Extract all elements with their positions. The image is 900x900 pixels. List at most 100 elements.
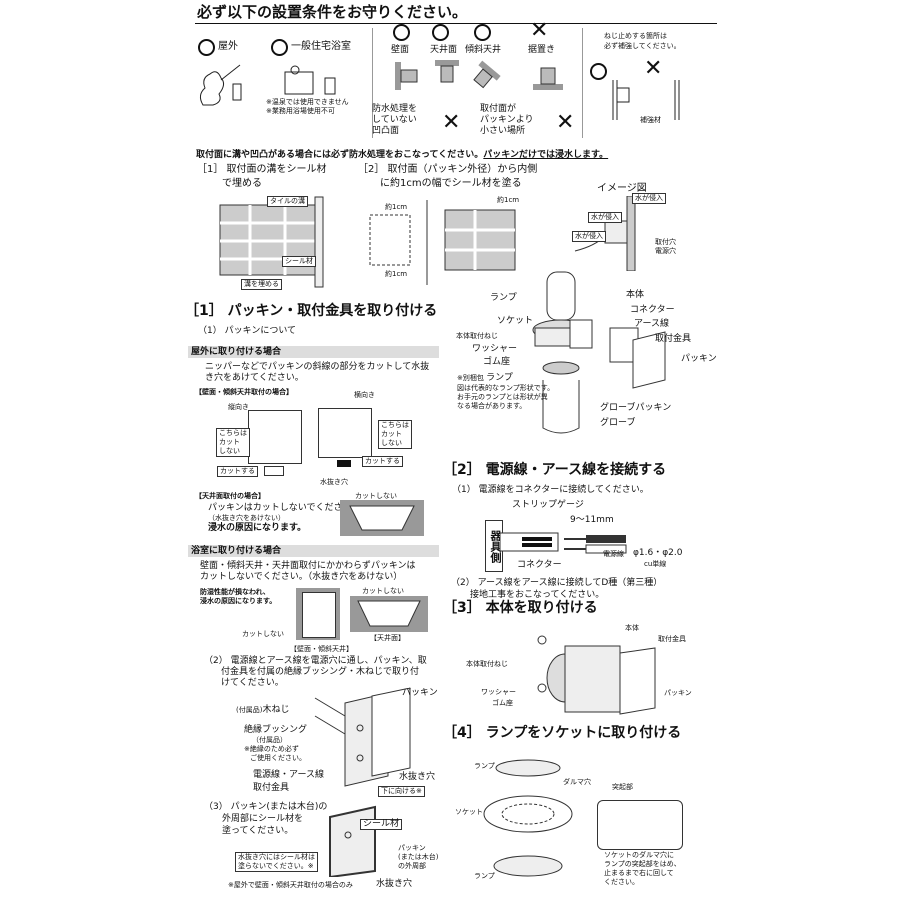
outdoor-label: 屋外 — [218, 41, 238, 52]
ok-circle-icon — [198, 39, 215, 56]
outdoor-house-illustration — [199, 64, 336, 106]
packing-line3: 小さい場所 — [480, 126, 526, 136]
power-hole-label: 電源穴 — [655, 247, 676, 255]
no-cut-top-label: カットしない — [355, 492, 397, 500]
outer-label-2: (または木台) — [398, 853, 439, 861]
section2-sub2-line2: 接地工事をおこなってください。 — [470, 590, 605, 600]
s4-note2: ランプの突起部をはめ、 — [604, 860, 681, 868]
divider — [582, 28, 583, 138]
ng-cross-icon: ✕ — [530, 18, 549, 43]
ceiling-packing-illustration — [340, 500, 424, 536]
connector-label: コネクター — [517, 560, 562, 570]
s3-body-label: 本体 — [625, 624, 639, 632]
s4-lamp-top-label: ランプ — [474, 762, 495, 770]
daruma-hole-label: ダルマ穴 — [563, 778, 591, 786]
section1-sub3-line3: 塗ってください。 — [222, 826, 294, 836]
bath-wall-caption: 【壁面・傾斜天井】 — [290, 645, 353, 653]
image-label: イメージ図 — [597, 183, 647, 194]
mount-hole-label: 取付穴 — [655, 238, 676, 246]
water-intrusion-label-3: 水が侵入 — [572, 231, 606, 242]
bath-text1: 壁面・傾斜天井・天井面取付にかかわらずパッキンは — [200, 561, 416, 571]
tile-groove-label: タイルの溝 — [267, 196, 308, 207]
bracket-assembly-illustration — [314, 688, 411, 787]
outer-label-1: パッキン — [398, 844, 426, 852]
ok-circle-icon — [590, 63, 607, 80]
section2-sub1: （1） 電源線をコネクターに接続してください。 — [452, 485, 649, 495]
step2-line1: ［2］ 取付面（パッキン外径）から内側 — [358, 164, 538, 175]
footnote: ※屋外で壁面・傾斜天井取付の場合のみ — [228, 881, 353, 889]
ceiling-label: 天井面 — [430, 45, 458, 55]
horizontal-label: 横向き — [354, 391, 375, 399]
power-line-label: 電源線 — [603, 550, 624, 558]
packing-label: パッキン — [402, 688, 438, 698]
ceiling-text2: （水抜き穴をあけない） — [208, 514, 285, 522]
connector-wire-illustration — [500, 532, 627, 554]
part-packing: パッキン — [681, 354, 717, 364]
bracket-label: 取付金具 — [253, 783, 290, 793]
home-bathroom-label: 一般住宅浴室 — [291, 41, 351, 52]
commercial-bath-note: ※業務用浴場使用不可 — [266, 107, 335, 115]
cut-mark-filled — [337, 460, 351, 467]
part-lamp: ランプ — [490, 293, 517, 303]
packing-line1: 取付面が — [480, 104, 517, 114]
section1-sub2-line3: けてください。 — [221, 678, 284, 688]
outdoor-text1: ニッパーなどでパッキンの斜線の部分をカットして水抜 — [205, 362, 430, 372]
section2-sub2-line1: （2） アース線をアース線に接続してD種（第三種） — [451, 578, 663, 588]
part-connector: コネクター — [630, 305, 675, 315]
mount-direction-illustration — [395, 60, 563, 90]
part-body: 本体 — [626, 290, 645, 300]
bushing-req1: ※絶縁のため必ず — [244, 745, 299, 753]
part-earth: アース線 — [634, 319, 670, 329]
s4-socket-label: ソケット — [455, 808, 483, 816]
seal-width-illustration — [369, 200, 516, 285]
reinforcement-illustration — [612, 80, 680, 120]
packing-vertical — [248, 410, 302, 464]
wood-screw-label: (付属品)木ねじ — [236, 705, 290, 715]
wall-label: 壁面 — [391, 45, 410, 55]
bath-wall-packing — [302, 592, 336, 638]
screw-note-line2: 必ず補強してください。 — [604, 42, 681, 50]
part-globe-packing: グローブパッキン — [600, 403, 672, 413]
seal-outer-illustration — [329, 805, 376, 877]
drain-hole-label-3: 水抜き穴 — [376, 879, 413, 889]
width-label-2: 約1cm — [497, 196, 520, 204]
s4-note3: 止まるまで右に回して — [604, 869, 674, 877]
water-intrusion-label-2: 水が侵入 — [588, 212, 622, 223]
s4-lamp-bottom-label: ランプ — [474, 872, 495, 880]
screw-note-line1: ねじ止めする箇所は — [604, 32, 667, 40]
s3-bracket-label: 取付金具 — [658, 635, 686, 643]
cut-label: カットする — [217, 466, 258, 477]
bath-bar: 浴室に取り付ける場合 — [188, 545, 439, 557]
parts-note1: 図は代表的なランプ形状です。 — [457, 384, 555, 392]
body-mount-illustration — [537, 635, 656, 715]
ok-circle-icon — [474, 24, 491, 41]
outdoor-bar: 屋外に取り付ける場合 — [188, 346, 439, 358]
wire-type-label: cu単線 — [644, 560, 667, 568]
hot-spring-note: ※温泉では使用できません — [266, 98, 349, 106]
section1-sub3-line2: 外周部にシール材を — [222, 814, 304, 824]
no-cut-bath-label-2: カットしない — [362, 587, 404, 595]
divider — [372, 28, 373, 138]
water-intrusion-label-1: 水が侵入 — [632, 193, 666, 204]
vertical-label: 縦向き — [228, 403, 249, 411]
step2-line2: に約1cmの幅でシール材を塗る — [380, 178, 522, 189]
ok-circle-icon — [393, 24, 410, 41]
title-underline — [195, 23, 717, 24]
ceiling-text1: パッキンはカットしないでください。 — [208, 503, 361, 513]
ceiling-text3: 浸水の原因になります。 — [208, 523, 307, 533]
section2-title: ［2］ 電源線・アース線を接続する — [443, 462, 667, 478]
part-washer: ワッシャー — [472, 344, 518, 354]
outer-label-3: の外周部 — [398, 862, 426, 870]
sealant-label-2: シール材 — [360, 819, 403, 830]
part-globe: グローブ — [600, 418, 636, 428]
ok-circle-icon — [271, 39, 288, 56]
bushing-note: （付属品） — [252, 736, 287, 744]
ng-cross-icon: ✕ — [556, 110, 575, 135]
packing-line2: パッキンより — [480, 115, 534, 125]
slope-label: 傾斜天井 — [465, 45, 502, 55]
s3-body-screw-label: 本体取付ねじ — [466, 660, 508, 668]
ng-cross-icon: ✕ — [644, 56, 663, 81]
cut-mark — [264, 466, 284, 476]
wall-case-label: 【壁面・傾斜天井取付の場合】 — [195, 388, 293, 396]
strip-gauge-label: ストリップゲージ — [512, 500, 584, 510]
